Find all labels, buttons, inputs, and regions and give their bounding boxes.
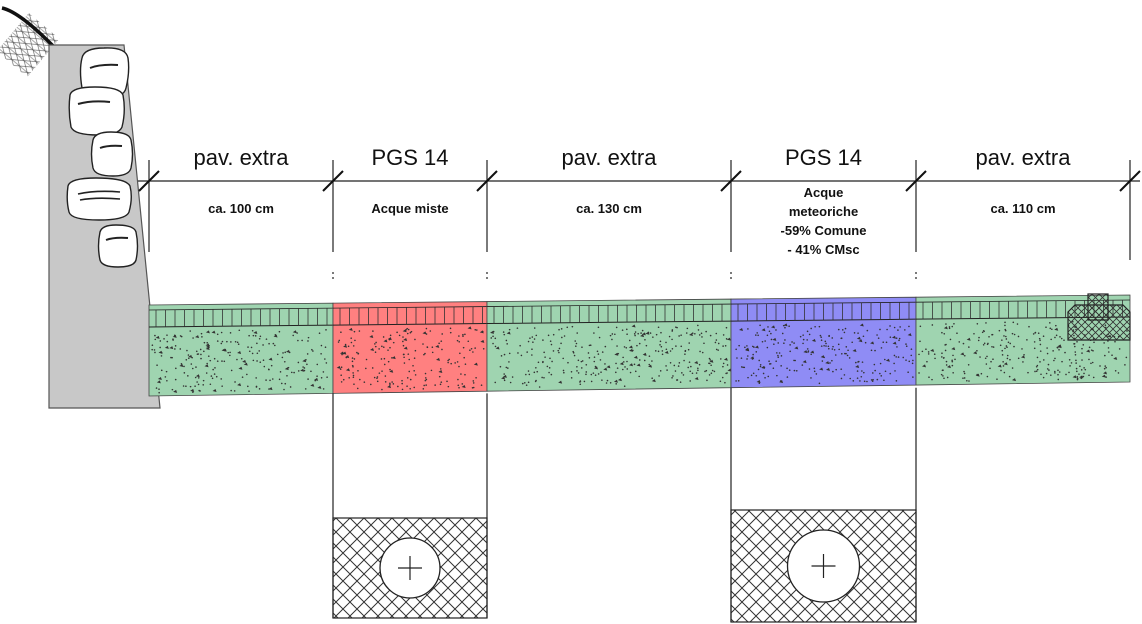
pavement-segment [486, 298, 732, 392]
segment-note: ca. 100 cm [208, 201, 274, 216]
segment-title: pav. extra [194, 145, 290, 170]
pavement-segment [332, 301, 488, 394]
segment-label: PGS 14 Acque miste [371, 145, 448, 216]
pavement-segment [730, 296, 917, 389]
dimension-tick [1119, 170, 1141, 192]
wall-stones [66, 47, 139, 268]
segment-note: Acque miste [371, 201, 448, 216]
pipe-circle [786, 529, 861, 603]
pavement-segment [148, 302, 334, 397]
ground-edge [0, 6, 60, 78]
segment-label: pav. extra ca. 130 cm [562, 145, 658, 216]
segment-note: ca. 110 cm [990, 201, 1055, 216]
pipe-circle [379, 537, 441, 599]
segment-label: PGS 14 Acque meteoriche -59% Comune - 41% CM… [781, 145, 867, 257]
retaining-wall [48, 44, 161, 409]
segment-title: pav. extra [976, 145, 1072, 170]
dimension-tick [476, 170, 498, 192]
segment-label: pav. extra ca. 110 cm [976, 145, 1072, 216]
segment-dividers [148, 160, 1131, 623]
dimension-tick [322, 170, 344, 192]
segment-label: pav. extra ca. 100 cm [194, 145, 290, 216]
trench [332, 393, 488, 619]
segment-title: PGS 14 [785, 145, 862, 170]
dimension-line [138, 170, 1141, 192]
segment-title: PGS 14 [371, 145, 448, 170]
curb [1067, 293, 1131, 341]
segment-labels: pav. extra ca. 100 cm PGS 14 Acque miste pav… [194, 145, 1072, 257]
segment-note: Acque [804, 185, 844, 200]
pavement-layers [148, 294, 1131, 397]
segment-note: ca. 130 cm [576, 201, 642, 216]
trench [730, 387, 917, 623]
dimension-tick [138, 170, 160, 192]
dimension-tick [720, 170, 742, 192]
segment-note: meteoriche [789, 204, 858, 219]
segment-note: - 41% CMsc [787, 242, 859, 257]
segment-title: pav. extra [562, 145, 658, 170]
dimension-tick [905, 170, 927, 192]
segment-note: -59% Comune [781, 223, 867, 238]
